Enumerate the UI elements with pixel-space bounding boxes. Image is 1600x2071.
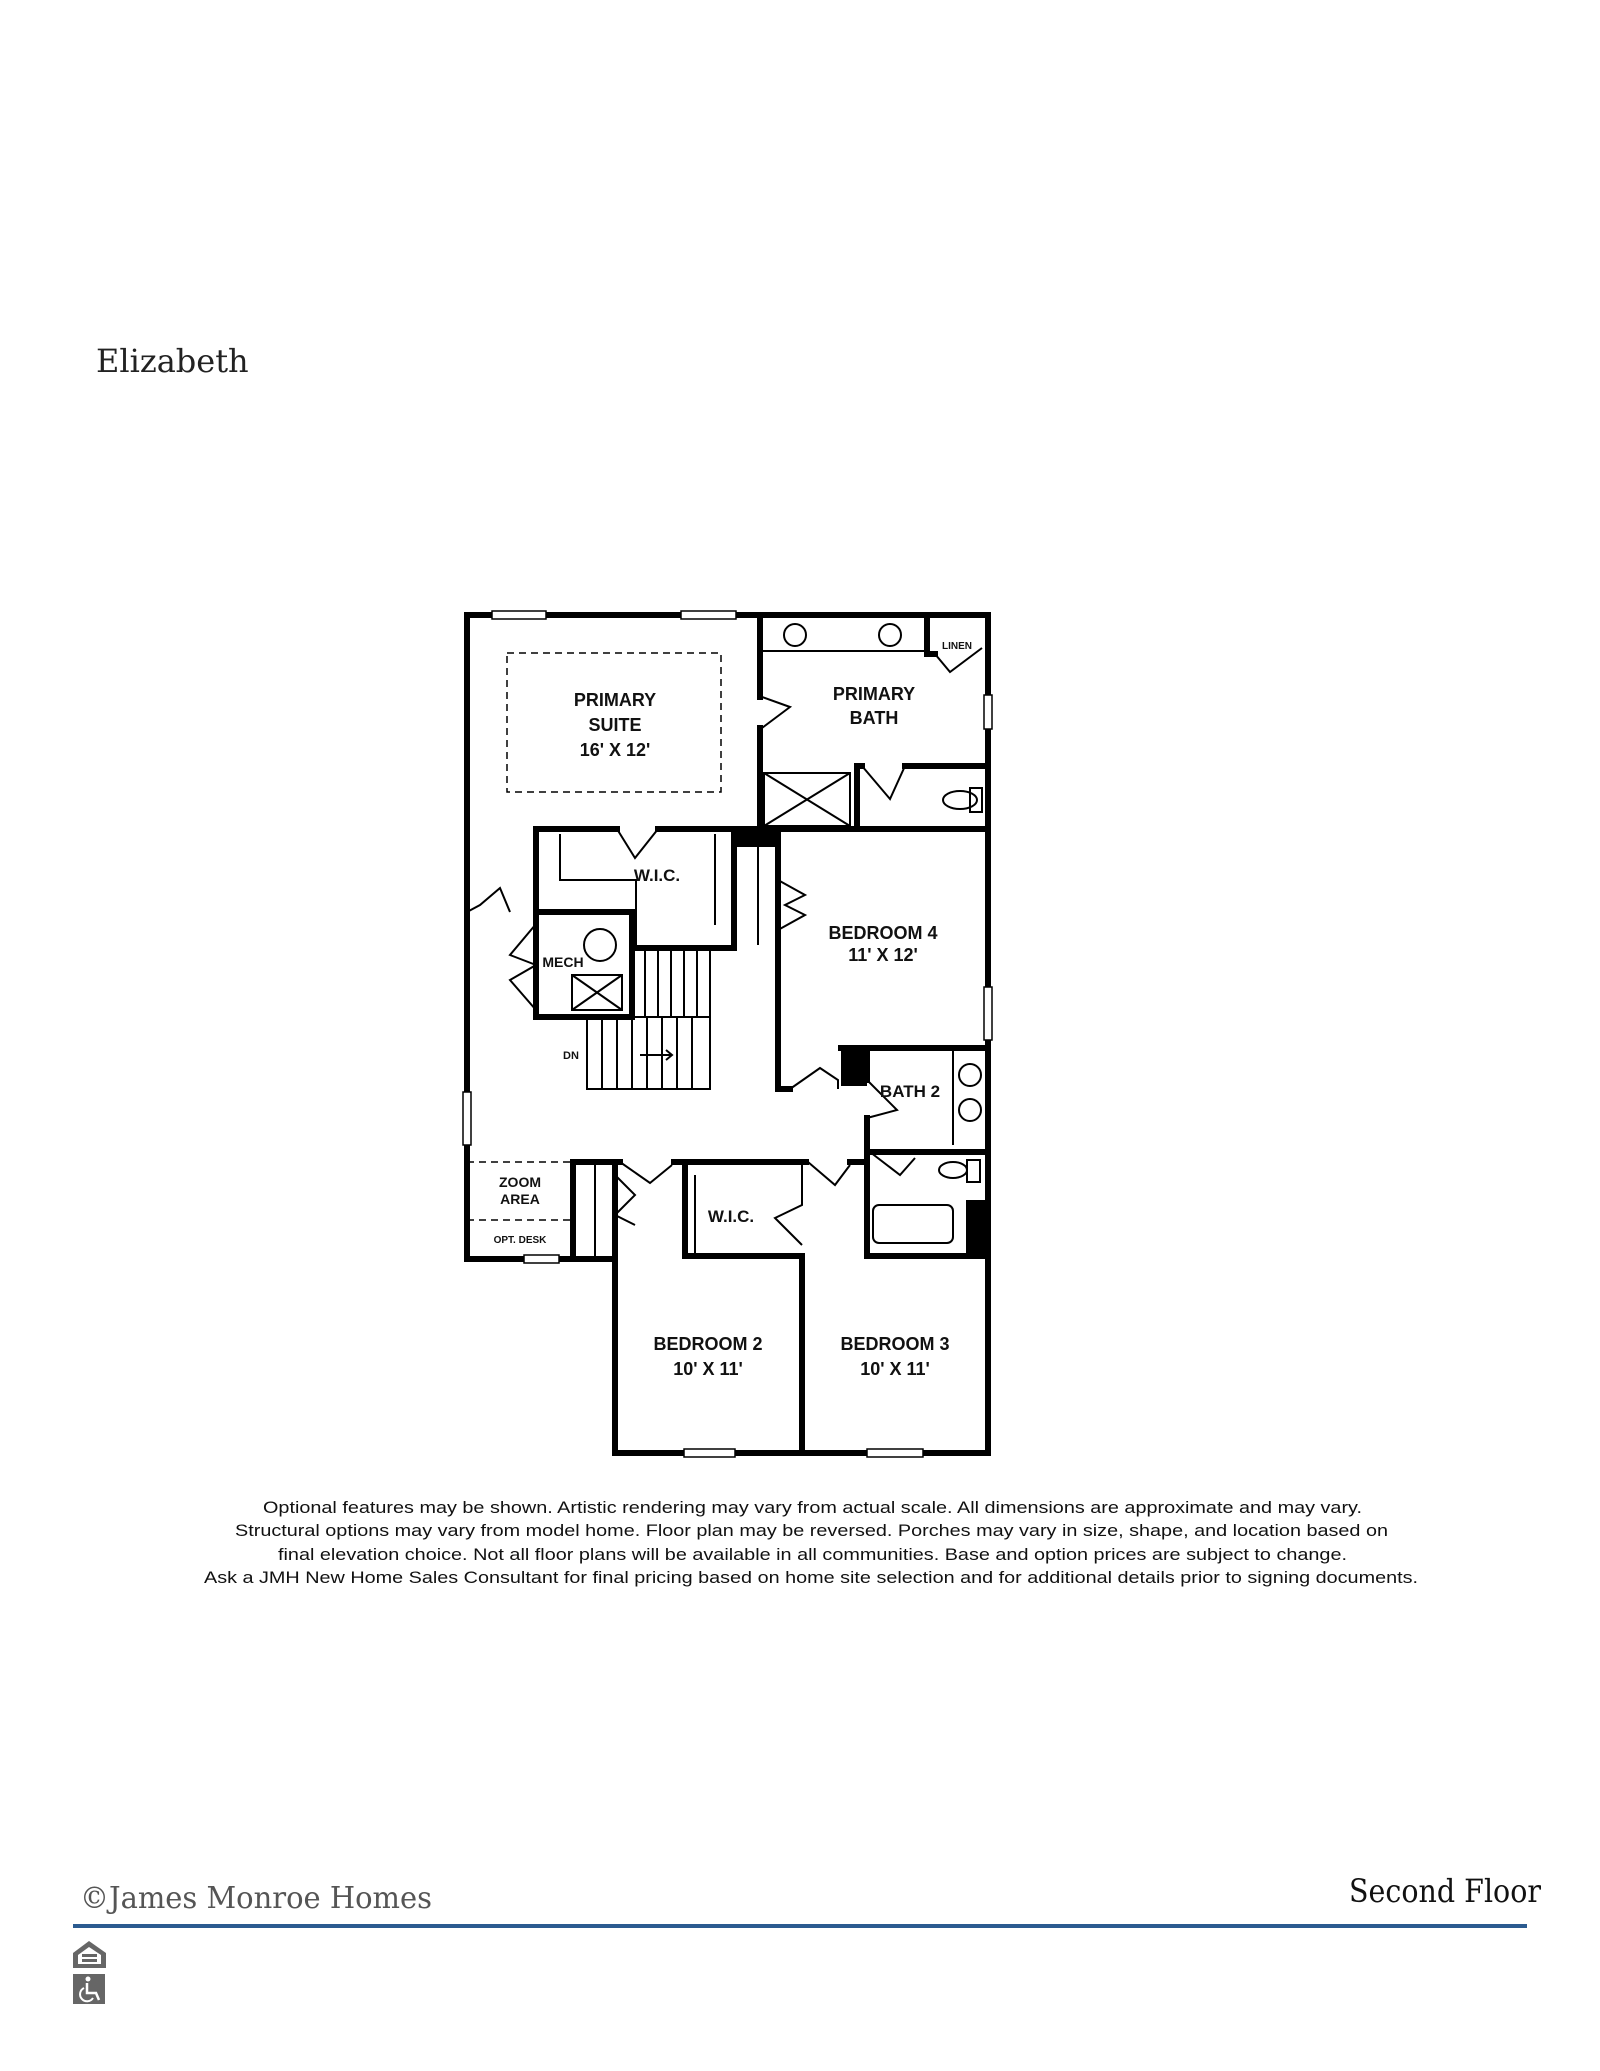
label-zoom: ZOOM [499,1174,541,1190]
size-bedroom-4: 11' X 12' [848,945,918,965]
label-bedroom-3: BEDROOM 3 [840,1334,949,1354]
plan-title: Elizabeth [96,342,249,380]
label-dn: DN [563,1050,579,1062]
equal-housing-icon [73,1941,106,1968]
label-bath-2: BATH 2 [880,1082,940,1101]
label-opt-desk: OPT. DESK [494,1235,548,1246]
label-area: AREA [500,1191,540,1207]
disclaimer-line: Ask a JMH New Home Sales Consultant for … [204,1568,1418,1587]
label-bedroom-4: BEDROOM 4 [828,923,937,943]
floor-label: Second Floor [1349,1872,1542,1910]
label-bedroom-2: BEDROOM 2 [653,1334,762,1354]
label-primary-suite: PRIMARY [574,690,656,710]
size-bedroom-2: 10' X 11' [673,1359,743,1379]
label-primary-suite-2: SUITE [588,715,641,735]
size-bedroom-3: 10' X 11' [860,1359,930,1379]
footer-rule [73,1924,1527,1928]
staircase [586,947,711,1090]
copyright: ©James Monroe Homes [80,1881,432,1916]
size-primary-suite: 16' X 12' [580,740,651,760]
label-linen: LINEN [942,641,972,652]
label-wic-lower: W.I.C. [708,1207,754,1226]
label-mech: MECH [542,954,583,970]
disclaimer-line: Optional features may be shown. Artistic… [263,1498,1362,1517]
floor-plan [462,610,993,1458]
room-labels: PRIMARY SUITE 16' X 12' PRIMARY BATH LIN… [494,641,972,1379]
disclaimer-line: final elevation choice. Not all floor pl… [278,1545,1347,1564]
accessibility-icon [73,1974,105,2004]
label-wic-upper: W.I.C. [634,866,680,885]
disclaimer-line: Structural options may vary from model h… [235,1521,1388,1540]
label-primary-bath-2: BATH [850,708,899,728]
disclaimer: Optional features may be shown. Artistic… [204,1498,1418,1587]
label-primary-bath: PRIMARY [833,684,915,704]
